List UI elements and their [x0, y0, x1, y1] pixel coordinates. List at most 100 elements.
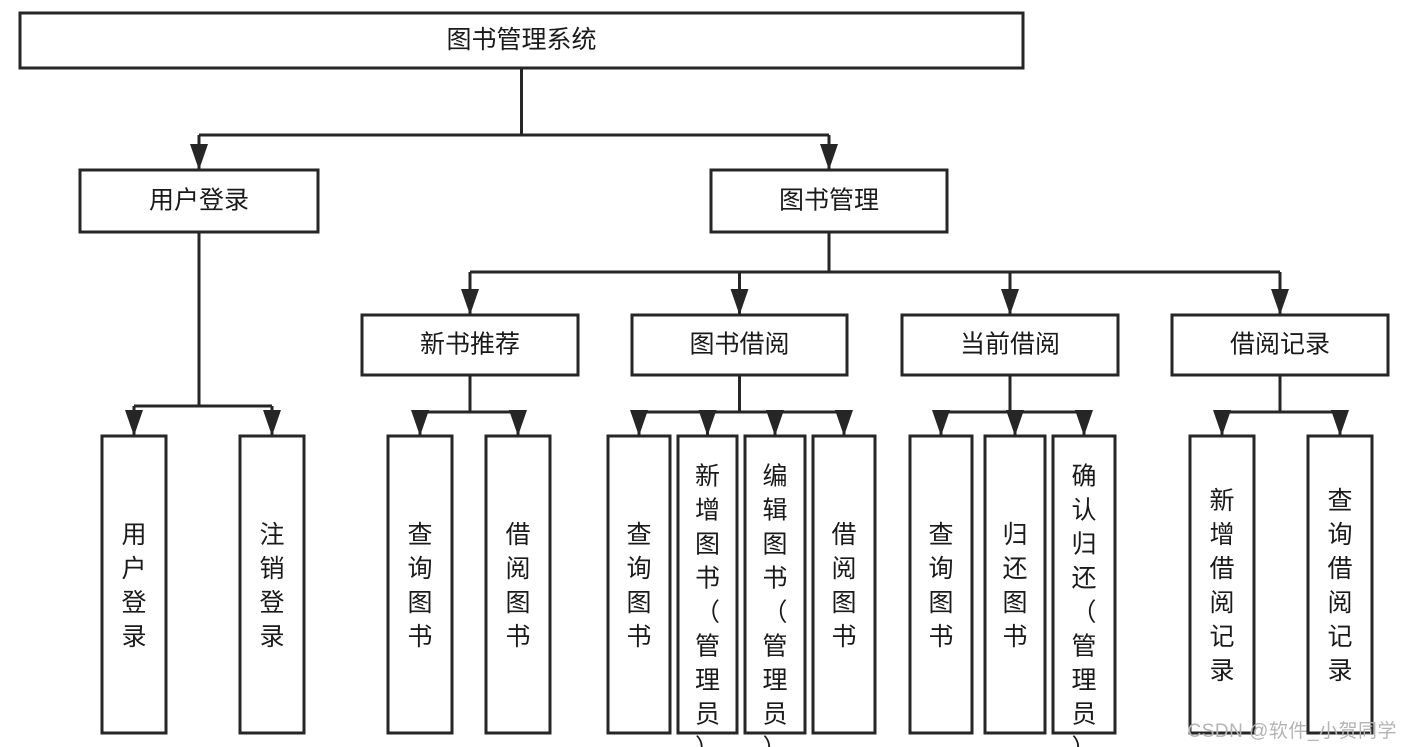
node-label-leaf-borrow-book-recommend: 借 [505, 521, 530, 549]
link-borrow-record-arrow-0 [1213, 410, 1231, 436]
node-box-leaf-logout [238, 434, 306, 735]
node-label-leaf-add-book: 增 [695, 497, 720, 525]
node-label-leaf-confirm-return: 还 [1071, 565, 1096, 593]
node-label-current-borrow: 当前借阅 [960, 331, 1060, 359]
node-label-leaf-add-book: 员 [695, 701, 720, 729]
node-label-leaf-add-borrow-record: 录 [1209, 657, 1234, 685]
node-label-leaf-query-book-recommend: 询 [407, 555, 432, 583]
node-label-leaf-return-book: 图 [1002, 589, 1027, 617]
node-box-leaf-add-borrow-record [1188, 434, 1256, 735]
node-box-book-borrow [630, 313, 849, 377]
node-label-leaf-confirm-return: 归 [1071, 531, 1096, 559]
node-label-leaf-return-book: 书 [1002, 623, 1027, 651]
node-label-leaf-add-book: 新 [695, 463, 720, 491]
node-label-leaf-user-login: 登 [121, 589, 146, 617]
node-label-leaf-query-book-borrow: 查 [626, 521, 651, 549]
node-label-leaf-edit-book: 书 [762, 565, 787, 593]
node-leaf-user-login[interactable]: 用户登录 [100, 434, 168, 735]
link-book-borrow-arrow-0 [630, 410, 648, 436]
link-borrow-record-arrow-1 [1331, 410, 1349, 436]
node-label-borrow-record: 借阅记录 [1230, 331, 1330, 359]
node-label-leaf-edit-book: （ [762, 599, 787, 627]
node-label-leaf-query-borrow-record: 阅 [1327, 589, 1352, 617]
link-root-arrow-1 [820, 144, 838, 170]
node-label-leaf-edit-book: ） [762, 735, 787, 747]
link-book-management-arrow-2 [1001, 289, 1019, 315]
node-label-leaf-query-book-current: 询 [928, 555, 953, 583]
node-box-root [18, 11, 1025, 70]
node-label-leaf-borrow-book: 阅 [831, 555, 856, 583]
node-label-leaf-edit-book: 理 [762, 667, 787, 695]
node-box-leaf-query-borrow-record [1306, 434, 1374, 735]
link-current-borrow-arrow-0 [932, 410, 950, 436]
node-box-leaf-add-book [676, 434, 739, 735]
node-box-leaf-return-book [983, 434, 1047, 735]
node-label-leaf-edit-book: 图 [762, 531, 787, 559]
node-label-leaf-borrow-book-recommend: 书 [505, 623, 530, 651]
node-label-leaf-logout: 销 [259, 555, 284, 583]
node-label-leaf-query-borrow-record: 录 [1327, 657, 1352, 685]
node-label-leaf-add-book: （ [695, 599, 720, 627]
node-box-leaf-confirm-return [1051, 434, 1117, 735]
node-label-leaf-add-borrow-record: 增 [1209, 521, 1234, 549]
node-label-leaf-query-borrow-record: 记 [1327, 623, 1352, 651]
node-boxes: 图书管理系统用户登录图书管理新书推荐图书借阅当前借阅借阅记录用户登录注销登录查询… [18, 11, 1390, 747]
node-box-leaf-query-book-current [908, 434, 974, 735]
node-label-leaf-query-book-recommend: 查 [407, 521, 432, 549]
node-label-leaf-query-book-current: 书 [928, 623, 953, 651]
link-book-borrow-arrow-2 [766, 410, 784, 436]
node-label-leaf-query-borrow-record: 借 [1327, 555, 1352, 583]
link-book-borrow-arrow-1 [698, 410, 717, 436]
node-label-leaf-user-login: 户 [121, 555, 146, 583]
node-label-leaf-add-borrow-record: 阅 [1209, 589, 1234, 617]
node-box-leaf-query-book-borrow [606, 434, 672, 735]
link-current-borrow-arrow-1 [1006, 410, 1024, 436]
node-label-leaf-add-borrow-record: 记 [1209, 623, 1234, 651]
node-label-leaf-add-borrow-record: 借 [1209, 555, 1234, 583]
node-label-leaf-borrow-book-recommend: 图 [505, 589, 530, 617]
node-label-root: 图书管理系统 [446, 26, 596, 54]
node-label-leaf-borrow-book-recommend: 阅 [505, 555, 530, 583]
node-box-borrow-record [1170, 313, 1390, 377]
node-current-borrow[interactable]: 当前借阅 [900, 313, 1120, 377]
node-label-leaf-query-book-borrow: 书 [626, 623, 651, 651]
link-new-book-recommend-arrow-1 [509, 410, 527, 436]
node-label-user-login: 用户登录 [149, 187, 249, 215]
node-label-book-management: 图书管理 [779, 187, 879, 215]
node-box-leaf-user-login [100, 434, 168, 735]
node-box-leaf-query-book-recommend [386, 434, 454, 735]
link-current-borrow-arrow-2 [1075, 410, 1093, 436]
node-label-leaf-confirm-return: 确 [1071, 463, 1096, 491]
node-box-current-borrow [900, 313, 1120, 377]
node-label-leaf-borrow-book: 借 [831, 521, 856, 549]
node-label-leaf-query-borrow-record: 询 [1327, 521, 1352, 549]
link-new-book-recommend-arrow-0 [411, 410, 429, 436]
node-label-leaf-edit-book: 辑 [762, 497, 787, 525]
node-label-book-borrow: 图书借阅 [689, 331, 789, 359]
node-book-management[interactable]: 图书管理 [709, 168, 949, 234]
link-user-login-arrow-0 [125, 410, 143, 436]
node-box-leaf-edit-book [743, 434, 807, 735]
node-new-book-recommend[interactable]: 新书推荐 [360, 313, 580, 377]
node-user-login[interactable]: 用户登录 [78, 168, 320, 234]
node-label-leaf-add-book: 图 [695, 531, 720, 559]
link-book-borrow-arrow-3 [835, 410, 853, 436]
node-book-borrow[interactable]: 图书借阅 [630, 313, 849, 377]
node-root[interactable]: 图书管理系统 [18, 11, 1025, 70]
link-book-management-arrow-0 [461, 289, 479, 315]
node-label-leaf-add-book: 理 [695, 667, 720, 695]
node-borrow-record[interactable]: 借阅记录 [1170, 313, 1390, 377]
